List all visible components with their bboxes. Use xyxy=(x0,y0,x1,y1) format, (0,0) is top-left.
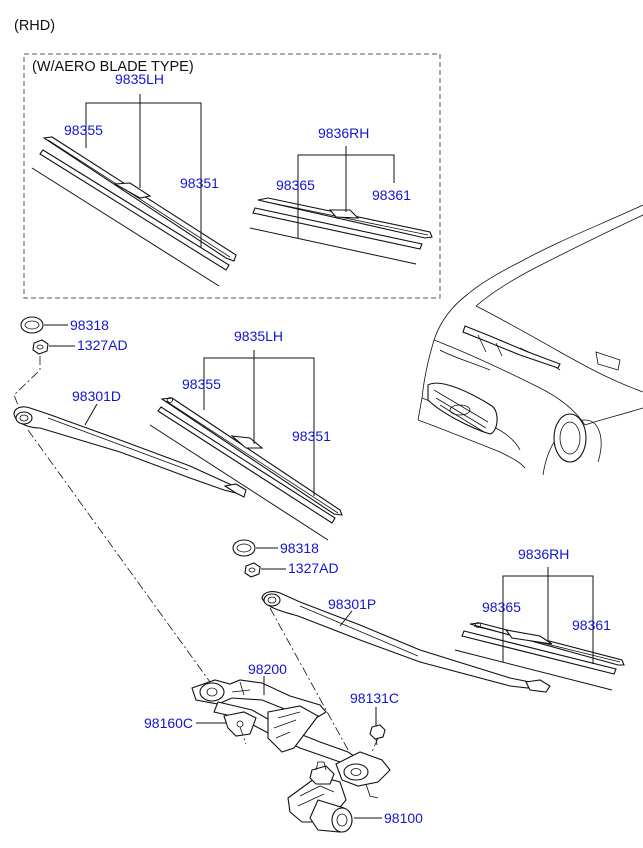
label-98361: 98361 xyxy=(572,617,611,633)
label-inset-98351: 98351 xyxy=(180,175,219,191)
label-inset-9835lh: 9835LH xyxy=(115,71,164,87)
inset-blade-rh-drawing xyxy=(249,197,433,265)
label-98318-lower: 98318 xyxy=(280,540,319,556)
bracket-98160c-drawing xyxy=(223,711,257,745)
label-1327ad-upper: 1327AD xyxy=(77,337,128,353)
label-inset-98365: 98365 xyxy=(276,177,315,193)
label-98200: 98200 xyxy=(248,661,287,677)
centerline-bolt xyxy=(371,737,379,753)
label-98351: 98351 xyxy=(292,428,331,444)
cap-98318-upper-drawing xyxy=(20,316,44,334)
leader-inset-9835lh xyxy=(85,94,202,248)
centerline-rh-arm-to-linkage xyxy=(269,607,359,769)
label-98100: 98100 xyxy=(384,810,423,826)
wiper-blade-lh-drawing xyxy=(149,397,343,541)
inset-blade-lh-drawing xyxy=(31,136,237,287)
label-98301d: 98301D xyxy=(72,388,121,404)
label-98355: 98355 xyxy=(182,376,221,392)
label-98365: 98365 xyxy=(482,599,521,615)
wiper-arm-lh-drawing xyxy=(13,406,247,498)
nut-1327ad-upper-drawing xyxy=(32,339,49,355)
centerline-upper-arm xyxy=(13,356,41,411)
leader-9835lh xyxy=(203,350,315,496)
label-9835lh: 9835LH xyxy=(234,328,283,344)
bolt-98131c-drawing xyxy=(369,724,386,746)
label-inset-9836rh: 9836RH xyxy=(318,125,369,141)
leader-98301p xyxy=(339,610,353,627)
wiper-blade-rh-drawing xyxy=(454,622,625,691)
cap-98318-lower-drawing xyxy=(232,539,256,557)
inset-title: (W/AERO BLADE TYPE) xyxy=(32,59,194,75)
variant-label: (RHD) xyxy=(14,18,55,34)
leader-inset-9836rh xyxy=(297,146,395,238)
label-inset-98355: 98355 xyxy=(64,122,103,138)
label-9836rh: 9836RH xyxy=(518,546,569,562)
aero-blade-inset-box xyxy=(23,53,441,299)
nut-1327ad-lower-drawing xyxy=(244,562,261,578)
centerline-lh-arm-to-linkage xyxy=(27,429,211,683)
label-98160c: 98160C xyxy=(144,715,193,731)
wiper-motor-drawing xyxy=(287,761,353,833)
leader-98301d xyxy=(84,403,98,426)
label-98318-upper: 98318 xyxy=(70,317,109,333)
label-98131c: 98131C xyxy=(350,690,399,706)
wiper-arm-rh-drawing xyxy=(261,591,551,693)
label-1327ad-lower: 1327AD xyxy=(288,560,339,576)
label-98301p: 98301P xyxy=(328,596,376,612)
vehicle-outline-drawing xyxy=(417,204,643,476)
leader-9836rh xyxy=(502,567,594,664)
label-inset-98361: 98361 xyxy=(372,187,411,203)
